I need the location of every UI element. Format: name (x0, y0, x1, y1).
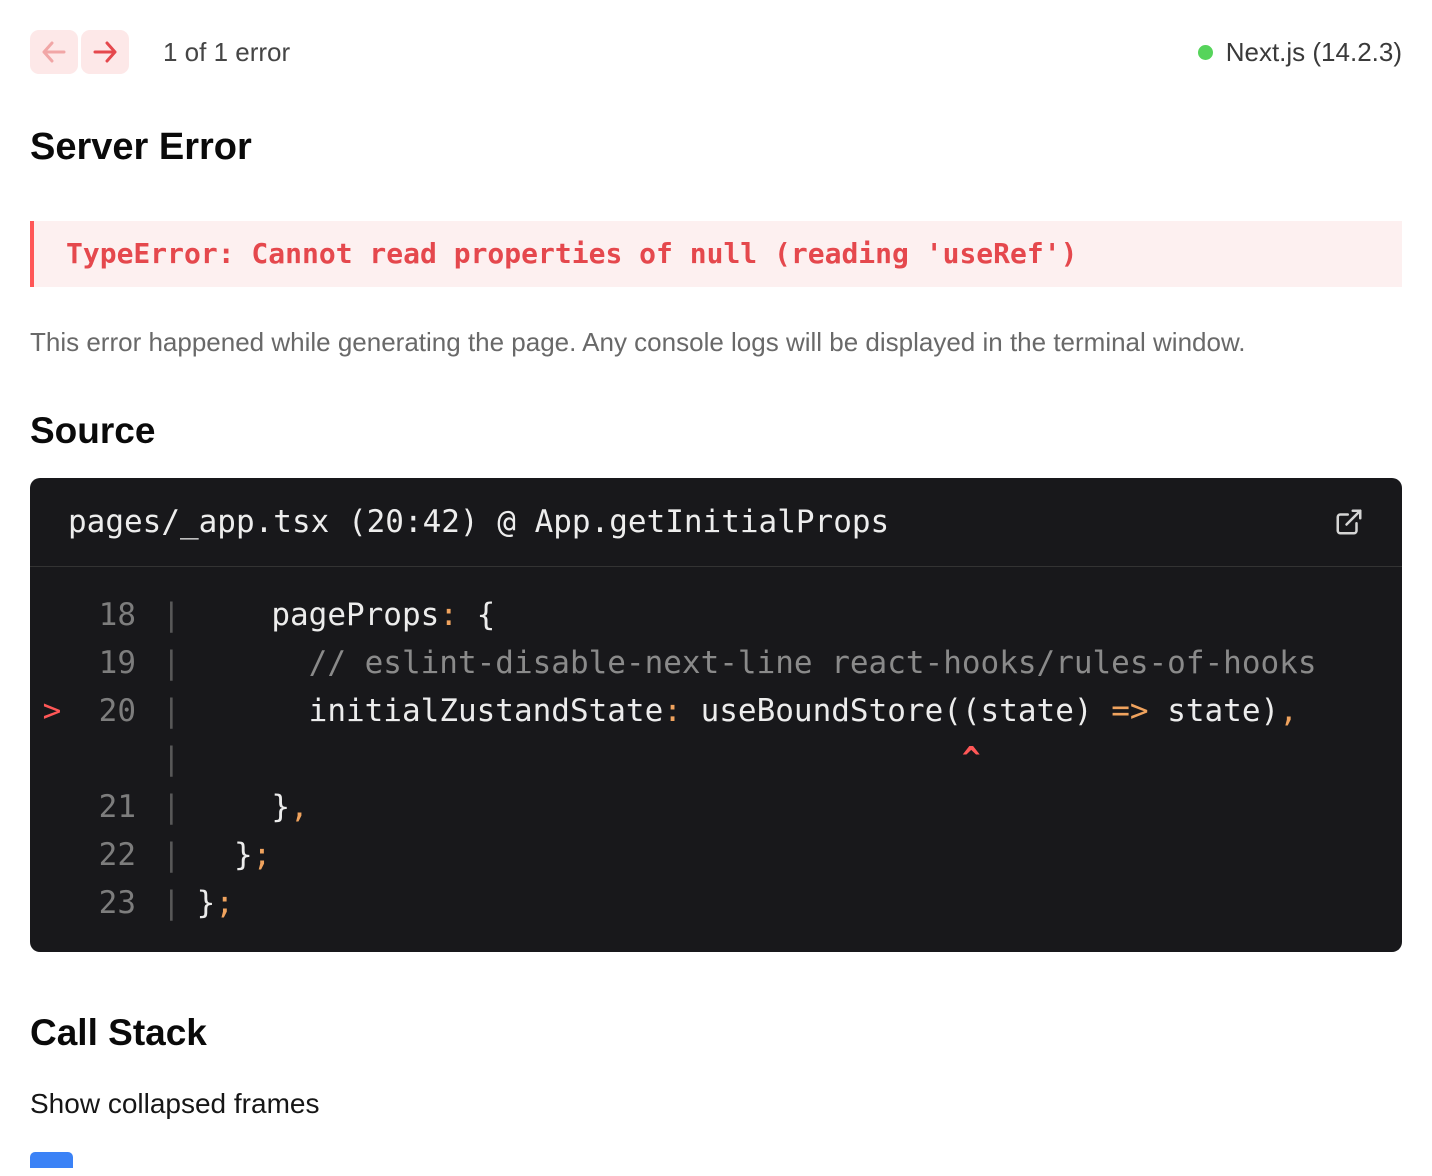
code-line: | ^ (30, 735, 1402, 783)
line-number: 20 (98, 693, 136, 729)
line-number: 21 (98, 789, 136, 825)
page-title: Server Error (30, 126, 252, 168)
code-token: initialZustandState (196, 693, 664, 729)
code-token: // eslint-disable-next-line react-hooks/… (196, 645, 1317, 681)
show-collapsed-frames-button[interactable]: Show collapsed frames (30, 1088, 320, 1119)
arrow-left-icon (41, 41, 67, 63)
error-line-marker (30, 591, 74, 639)
code-line: 21 | }, (30, 783, 1402, 831)
code-text: pageProps: { (196, 591, 496, 639)
error-line-marker (30, 639, 74, 687)
code-token: } (196, 789, 290, 825)
code-token: : (439, 597, 458, 633)
code-line: 19 | // eslint-disable-next-line react-ho… (30, 639, 1402, 687)
code-token: , (290, 789, 309, 825)
external-link-icon[interactable] (1334, 507, 1364, 537)
source-file-path: pages/_app.tsx (20:42) @ App.getInitialP… (68, 504, 890, 540)
source-code-block: pages/_app.tsx (20:42) @ App.getInitialP… (30, 478, 1402, 952)
line-number-separator: | (162, 741, 181, 777)
version-badge: Next.js (14.2.3) (1197, 36, 1402, 68)
code-token: : (663, 693, 682, 729)
source-file-header[interactable]: pages/_app.tsx (20:42) @ App.getInitialP… (30, 478, 1402, 566)
code-line: 23 |}; (30, 879, 1402, 927)
code-text: }; (196, 831, 272, 879)
code-token: => (1111, 693, 1149, 729)
code-token: } (196, 885, 216, 921)
code-token: ; (215, 885, 235, 921)
line-number-separator: | (162, 597, 181, 633)
error-line-marker (30, 735, 74, 783)
error-line-marker (30, 879, 74, 927)
code-token: , (1279, 693, 1298, 729)
code-header-divider (30, 566, 1402, 567)
code-token: ^ (196, 741, 981, 777)
code-token: ; (252, 837, 272, 873)
code-token: } (196, 837, 253, 873)
code-line: 18 | pageProps: { (30, 591, 1402, 639)
version-label: Next.js (14.2.3) (1225, 36, 1402, 67)
line-number: 18 (98, 597, 136, 633)
source-heading: Source (30, 410, 156, 451)
line-number-separator: | (162, 789, 181, 825)
line-number: 19 (98, 645, 136, 681)
code-line: >20 | initialZustandState: useBoundStore(… (30, 687, 1402, 735)
code-text: // eslint-disable-next-line react-hooks/… (197, 639, 1317, 687)
error-count-label: 1 of 1 error (163, 36, 291, 67)
green-dot-icon (1197, 44, 1213, 60)
code-text: ^ (197, 735, 981, 783)
line-number-separator: | (162, 837, 181, 873)
code-line: 22 | }; (30, 831, 1402, 879)
code-text: initialZustandState: useBoundStore((stat… (197, 687, 1298, 735)
partial-frame-element (30, 1152, 73, 1168)
error-line-marker (30, 783, 74, 831)
code-text: }; (197, 879, 234, 927)
line-number-separator: | (162, 645, 181, 681)
next-error-button[interactable] (81, 30, 129, 74)
line-number: 22 (98, 837, 136, 873)
call-stack-heading: Call Stack (30, 1012, 207, 1053)
code-token: pageProps (196, 597, 440, 633)
code-token: state) (1148, 693, 1280, 729)
error-message: TypeError: Cannot read properties of nul… (66, 237, 1078, 270)
error-line-marker (30, 831, 74, 879)
error-pagination (30, 30, 129, 74)
code-text: }, (196, 783, 309, 831)
code-lines: 18| pageProps: {19| // eslint-disable-ne… (30, 567, 1402, 952)
line-number-separator: | (162, 693, 181, 729)
previous-error-button[interactable] (30, 30, 78, 74)
code-token: { (457, 597, 496, 633)
line-number (74, 735, 136, 783)
line-number-separator: | (162, 885, 181, 921)
code-token: useBoundStore((state) (681, 693, 1112, 729)
arrow-right-icon (92, 41, 118, 63)
error-message-box: TypeError: Cannot read properties of nul… (30, 221, 1402, 287)
line-number: 23 (98, 885, 136, 921)
error-line-marker: > (42, 693, 62, 729)
error-description: This error happened while generating the… (30, 327, 1246, 357)
toolbar: 1 of 1 error Next.js (14.2.3) (30, 30, 1402, 74)
